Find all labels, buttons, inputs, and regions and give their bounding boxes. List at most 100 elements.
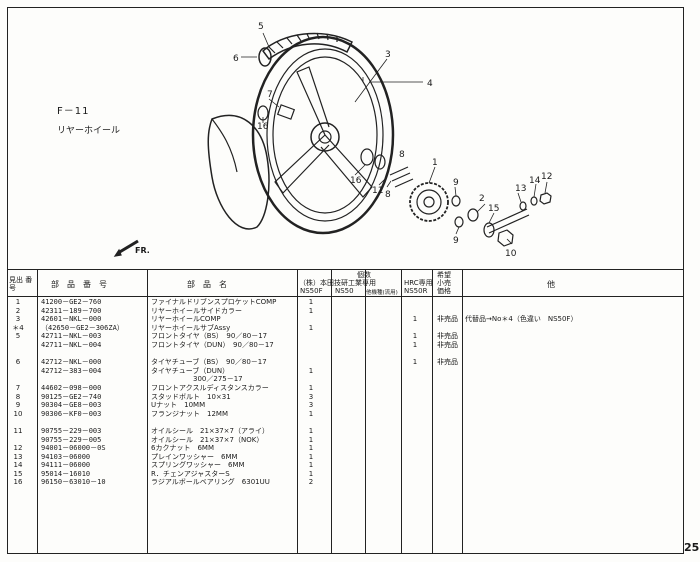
ref-no-cell: 8 <box>15 392 21 401</box>
remark-cell: 非売品 <box>437 358 458 367</box>
header-retail-price: 希望 小売 価格 <box>437 271 451 295</box>
callout-14: 14 <box>529 176 541 186</box>
callout-2: 2 <box>479 194 485 204</box>
part-no-cell: 90125－GE2－740 <box>41 392 102 401</box>
part-name-cell: タイヤチューブ（BS） 90／80－17 <box>151 358 267 367</box>
part-name-cell: オイルシール 21×37×7（NOK） <box>151 435 264 444</box>
col-divider <box>462 270 463 553</box>
callout-7: 7 <box>267 90 273 100</box>
table-row <box>7 418 683 427</box>
qty-ns50f-cell: 1 <box>308 298 314 306</box>
ref-no-cell: 11 <box>13 426 23 435</box>
remark-cell: 非売品 代替品→No＊4（色違い NS50F） <box>437 315 578 324</box>
ref-no-cell: 16 <box>13 478 23 487</box>
table-row: 90755－229－005 オイルシール 21×37×7（NOK） 1 <box>7 436 683 445</box>
page-number: 25 <box>684 541 700 554</box>
table-header: 見出 番号 部 品 番 号 部 品 名 個数 （株）本田技研工業専用 HRC専用… <box>7 270 683 297</box>
part-name-cell: オイルシール 21×37×7（アライ） <box>151 426 269 435</box>
callout-16a: 16 <box>257 122 269 132</box>
part-name-cell: スタッドボルト 10×31 <box>151 392 231 401</box>
part-name-cell: スプリングワッシャー 6MM <box>151 461 245 470</box>
col-divider <box>432 270 433 553</box>
part-no-cell: 42711－NKL－004 <box>41 340 102 349</box>
qty-ns50f-cell: 1 <box>308 444 314 453</box>
header-maker: （株）本田技研工業専用 <box>299 279 376 287</box>
ref-no-cell: 14 <box>13 461 23 470</box>
part-no-cell: 94103－06000 <box>41 452 91 461</box>
ref-no-cell: 2 <box>15 306 21 315</box>
ref-no-cell: 15 <box>13 469 23 478</box>
col-divider <box>297 270 298 553</box>
header-qty: 個数 <box>357 271 371 279</box>
part-no-cell: （42650－GE2－306ZA） <box>41 323 124 332</box>
figure-title: リヤーホイール <box>57 126 121 136</box>
callout-8a: 8 <box>399 150 405 160</box>
header-ns50f: NS50F <box>300 287 323 295</box>
qty-ns50f-cell: 1 <box>308 461 314 470</box>
col-divider <box>365 270 366 553</box>
part-name-cell: プレインワッシャー 6MM <box>151 452 238 461</box>
ref-no-cell: 3 <box>15 315 21 324</box>
part-no-cell: 42712－NKL－000 <box>41 358 102 367</box>
remark-cell: 非売品 <box>437 340 458 349</box>
header-part-name: 部 品 名 <box>187 280 227 289</box>
part-no-cell: 90755－229－005 <box>41 435 102 444</box>
callout-3: 3 <box>385 50 391 60</box>
parts-table: 見出 番号 部 品 番 号 部 品 名 個数 （株）本田技研工業専用 HRC専用… <box>7 269 683 553</box>
part-no-cell: 95014－16010 <box>41 469 91 478</box>
part-no-cell: 41200－GE2－760 <box>41 298 102 306</box>
table-row: 8 90125－GE2－740 スタッドボルト 10×31 3 <box>7 393 683 402</box>
qty-ns50f-cell: 1 <box>308 435 314 444</box>
ref-no-cell: 6 <box>15 358 21 367</box>
qty-ns50r-cell: 1 <box>412 315 418 324</box>
part-no-cell: 42601－NKL－000 <box>41 315 102 324</box>
callout-9a: 9 <box>453 178 459 188</box>
header-part-no: 部 品 番 号 <box>51 280 107 289</box>
col-divider <box>147 270 148 553</box>
table-row: 16 96150－63010－10 ラジアルボールベアリング 6301UU 2 <box>7 478 683 487</box>
callout-1: 1 <box>432 158 438 168</box>
ref-no-cell: 5 <box>15 332 21 341</box>
callout-12: 12 <box>541 172 552 182</box>
header-ns50: NS50 <box>335 287 354 295</box>
table-row <box>7 350 683 359</box>
header-remarks: 他 <box>547 280 555 289</box>
part-name-cell: リヤーホイールサブAssy <box>151 323 231 332</box>
callout-4: 4 <box>427 79 433 89</box>
col-divider <box>37 270 38 553</box>
remark-cell: 非売品 <box>437 332 458 341</box>
callout-16b: 16 <box>350 176 362 186</box>
col-divider <box>331 270 332 553</box>
header-other-models: 他機種(流用) <box>366 290 398 296</box>
qty-ns50f-cell: 1 <box>308 469 314 478</box>
ref-no-cell: 7 <box>15 383 21 392</box>
ref-no-cell: 1 <box>15 298 21 306</box>
part-name-cell: R．チェンアジャスターS <box>151 469 230 478</box>
qty-ns50f-cell: 2 <box>308 478 314 487</box>
part-no-cell: 96150－63010－10 <box>41 478 106 487</box>
callout-5: 5 <box>258 22 264 32</box>
qty-ns50f-cell: 3 <box>308 392 314 401</box>
part-name-cell: 300／275－17 <box>151 375 243 384</box>
part-name-cell: ファイナルドリブンスプロケットCOMP <box>151 298 277 306</box>
callout-11: 11 <box>372 186 383 196</box>
part-name-cell: フランジナット 12MM <box>151 409 228 418</box>
part-name-cell: フロントタイヤ（BS） 90／80－17 <box>151 332 268 341</box>
part-no-cell: 42711－NKL－003 <box>41 332 102 341</box>
figure-code: F－11 <box>57 106 90 117</box>
header-hrc: HRC専用 <box>404 279 433 287</box>
part-no-cell: 90755－229－003 <box>41 426 102 435</box>
qty-ns50f-cell: 1 <box>308 383 314 392</box>
part-no-cell: 94001－06000－0S <box>41 444 106 453</box>
part-name-cell: ラジアルボールベアリング 6301UU <box>151 478 270 487</box>
ref-no-cell: 10 <box>13 409 23 418</box>
rear-wheel-illustration: 5 6 3 4 7 16 8 1 16 11 8 9 2 15 13 14 12… <box>113 22 552 259</box>
